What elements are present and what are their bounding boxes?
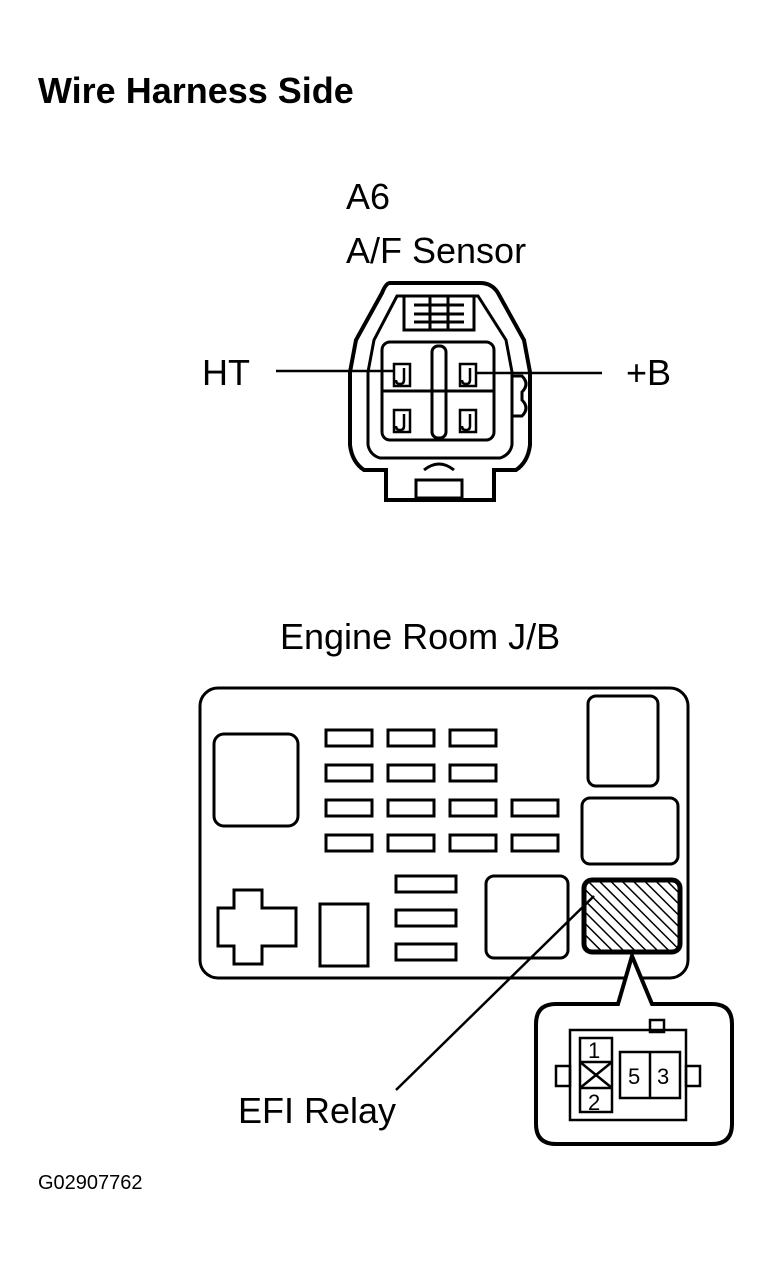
relay-pin-5: 5 bbox=[628, 1064, 640, 1089]
jb-relay-top-right bbox=[586, 694, 660, 788]
efi-relay-label: EFI Relay bbox=[238, 1090, 397, 1131]
connector-inner-body bbox=[366, 294, 514, 460]
jb-outline bbox=[198, 686, 690, 980]
connector-latch bbox=[402, 294, 476, 332]
connector-name: A/F Sensor bbox=[346, 230, 527, 271]
figure-code: G02907762 bbox=[38, 1172, 143, 1194]
terminal-label-ht: HT bbox=[202, 352, 250, 393]
relay-pin-2: 2 bbox=[588, 1090, 600, 1115]
jb-relay-center bbox=[484, 874, 570, 960]
jb-relay-square bbox=[318, 902, 370, 968]
terminal-lower-left bbox=[392, 408, 412, 434]
connector-outer-body bbox=[348, 281, 532, 502]
page-title: Wire Harness Side bbox=[38, 70, 354, 111]
fuse-slots bbox=[324, 728, 560, 962]
jb-cross-fuse bbox=[216, 888, 298, 966]
connector-code: A6 bbox=[346, 176, 391, 217]
center-divider bbox=[430, 344, 448, 440]
af-sensor-connector bbox=[348, 281, 532, 502]
relay-connector bbox=[554, 1018, 702, 1122]
relay-pin-3: 3 bbox=[657, 1064, 669, 1089]
terminal-lower-right bbox=[458, 408, 478, 434]
relay-pin-labels: 1 2 5 3 bbox=[588, 1038, 669, 1115]
terminal-pins bbox=[392, 362, 478, 434]
terminal-b bbox=[458, 362, 478, 388]
efi-relay-leader-line bbox=[395, 895, 595, 1091]
jb-large-relay-left bbox=[212, 732, 300, 828]
jb-relay-mid-right bbox=[580, 796, 680, 866]
efi-relay-slot bbox=[581, 877, 683, 955]
relay-callout-bubble bbox=[534, 950, 734, 1146]
terminal-label-b: +B bbox=[626, 352, 672, 393]
junction-block bbox=[198, 686, 690, 980]
terminal-ht bbox=[392, 362, 412, 388]
relay-pin-1: 1 bbox=[588, 1038, 600, 1063]
junction-block-title: Engine Room J/B bbox=[280, 616, 561, 657]
